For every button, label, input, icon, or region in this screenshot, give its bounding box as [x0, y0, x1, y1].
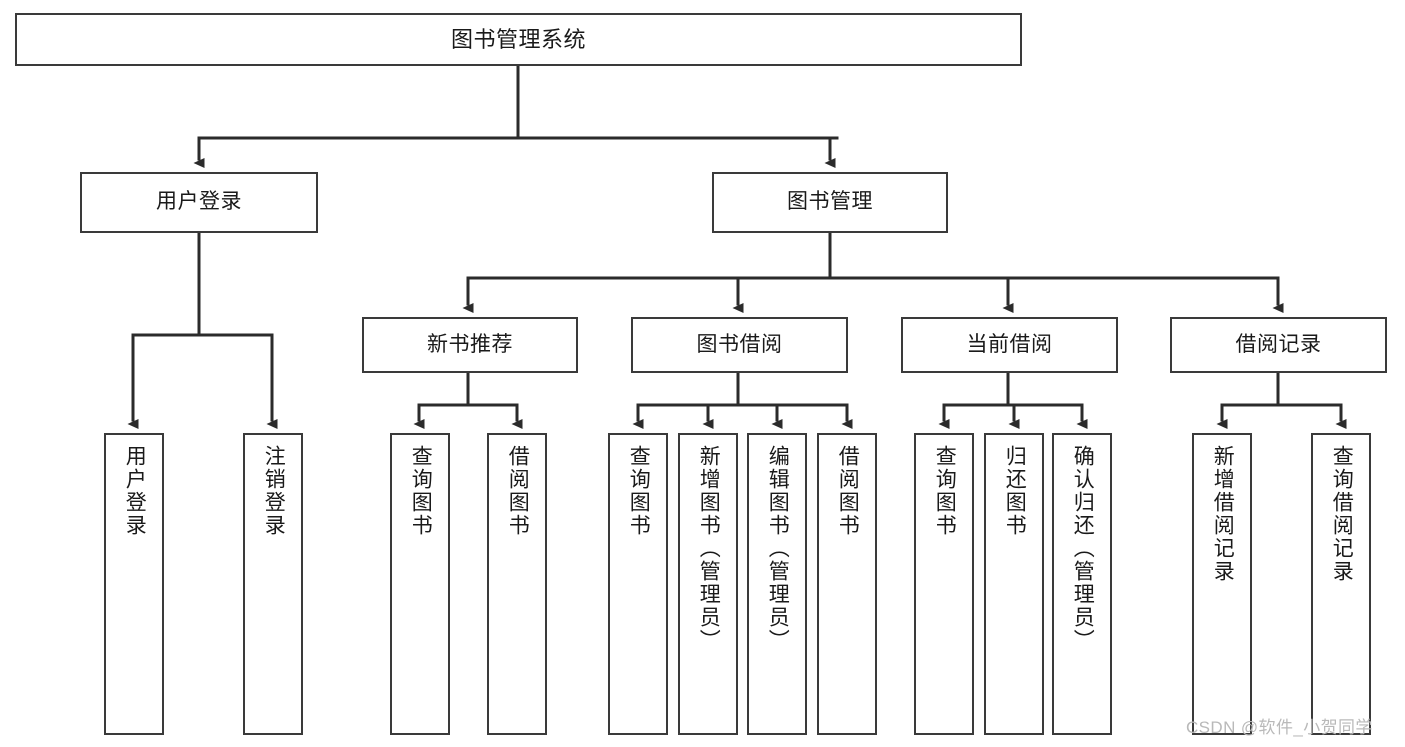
leaf-user-login[interactable]: 用户登录	[104, 433, 164, 735]
node-root[interactable]: 图书管理系统	[15, 13, 1022, 66]
leaf-borrow-book-bb-label: 借阅图书	[836, 445, 860, 537]
leaf-query-book-cb[interactable]: 查询图书	[914, 433, 974, 735]
leaf-edit-book-admin[interactable]: 编辑图书（管理员）	[747, 433, 807, 735]
leaf-query-book-cb-label: 查询图书	[933, 445, 957, 537]
leaf-query-book-bb[interactable]: 查询图书	[608, 433, 668, 735]
leaf-add-borrow-record[interactable]: 新增借阅记录	[1192, 433, 1252, 735]
leaf-add-book-admin-label: 新增图书（管理员）	[697, 445, 721, 652]
node-new-book-recommend-label: 新书推荐	[427, 332, 513, 356]
node-borrow-record-label: 借阅记录	[1235, 332, 1322, 356]
leaf-add-book-admin[interactable]: 新增图书（管理员）	[678, 433, 738, 735]
leaf-return-book[interactable]: 归还图书	[984, 433, 1044, 735]
node-new-book-recommend[interactable]: 新书推荐	[362, 317, 578, 373]
leaf-query-borrow-record-label: 查询借阅记录	[1330, 445, 1354, 583]
leaf-query-book-nbr[interactable]: 查询图书	[390, 433, 450, 735]
node-root-label: 图书管理系统	[450, 26, 586, 52]
leaf-query-book-nbr-label: 查询图书	[409, 445, 433, 537]
node-book-management[interactable]: 图书管理	[712, 172, 948, 233]
node-user-login-label: 用户登录	[156, 190, 242, 214]
node-book-management-label: 图书管理	[787, 190, 873, 214]
node-borrow-record[interactable]: 借阅记录	[1170, 317, 1387, 373]
node-book-borrow-label: 图书借阅	[696, 332, 783, 356]
node-current-borrow[interactable]: 当前借阅	[901, 317, 1118, 373]
node-book-borrow[interactable]: 图书借阅	[631, 317, 848, 373]
leaf-query-book-bb-label: 查询图书	[627, 445, 651, 537]
leaf-edit-book-admin-label: 编辑图书（管理员）	[766, 445, 790, 652]
leaf-user-login-label: 用户登录	[123, 445, 147, 537]
node-current-borrow-label: 当前借阅	[966, 332, 1053, 356]
leaf-logout[interactable]: 注销登录	[243, 433, 303, 735]
leaf-query-borrow-record[interactable]: 查询借阅记录	[1311, 433, 1371, 735]
leaf-borrow-book-nbr-label: 借阅图书	[506, 445, 530, 537]
leaf-borrow-book-bb[interactable]: 借阅图书	[817, 433, 877, 735]
leaf-confirm-return-admin[interactable]: 确认归还（管理员）	[1052, 433, 1112, 735]
leaf-add-borrow-record-label: 新增借阅记录	[1211, 445, 1235, 583]
leaf-return-book-label: 归还图书	[1003, 445, 1027, 537]
leaf-borrow-book-nbr[interactable]: 借阅图书	[487, 433, 547, 735]
node-user-login[interactable]: 用户登录	[80, 172, 318, 233]
leaf-confirm-return-admin-label: 确认归还（管理员）	[1071, 445, 1095, 652]
leaf-logout-label: 注销登录	[262, 445, 286, 537]
